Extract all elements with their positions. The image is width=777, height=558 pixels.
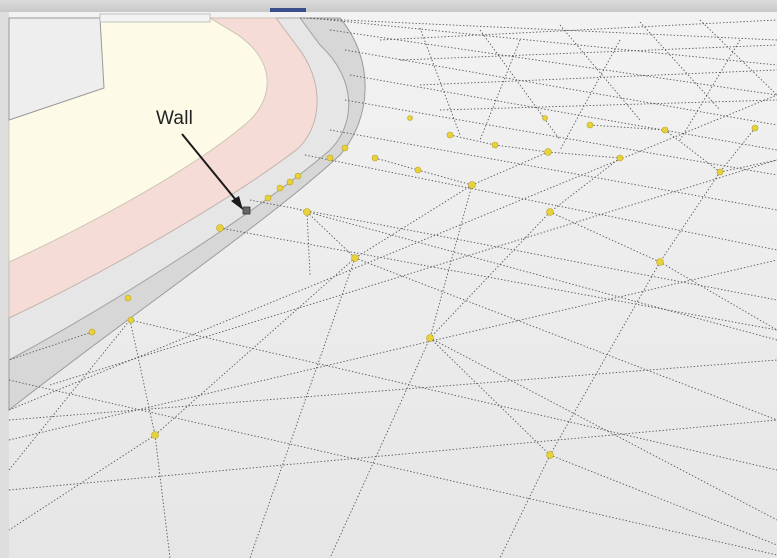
active-tab-indicator[interactable] [270,8,306,12]
wall-annotation-arrow [181,133,243,210]
mesh-nodes [88,115,759,459]
terrain-mesh [8,17,777,558]
wall-annotation-label: Wall [156,108,194,129]
top-panel [99,13,211,23]
infield-structure [8,17,105,121]
wall-marker[interactable] [242,206,251,215]
viewport-left-edge [0,12,9,558]
